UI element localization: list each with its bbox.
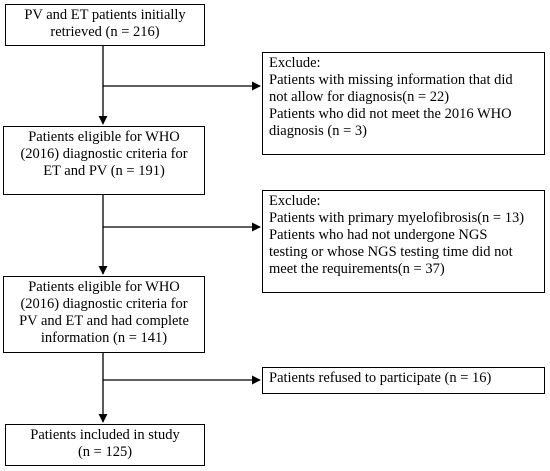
box-exclude-2-line: testing or whose NGS testing time did no…	[269, 244, 513, 260]
box-eligible-complete-line: PV and ET and had complete	[19, 313, 189, 329]
box-exclude-2-line: meet the requirements(n = 37)	[269, 261, 445, 277]
box-exclude-1-line: Patients with missing information that d…	[269, 72, 513, 88]
box-initial: PV and ET patients initially retrieved (…	[5, 4, 205, 46]
box-initial-line: retrieved (n = 216)	[50, 24, 160, 40]
box-exclude-1-line: Exclude:	[269, 55, 321, 71]
box-exclude-1-line: diagnosis (n = 3)	[269, 123, 367, 139]
box-exclude-2-line: Patients with primary myelofibrosis(n = …	[269, 210, 525, 226]
box-included-line: (n = 125)	[77, 444, 133, 460]
box-eligible-complete-line: Patients eligible for WHO	[28, 279, 180, 295]
box-eligible-complete-line: (2016) diagnostic criteria for	[20, 296, 188, 312]
box-exclude-1: Exclude: Patients with missing informati…	[262, 52, 545, 155]
box-initial-line: PV and ET patients initially	[24, 7, 186, 23]
box-eligible-who-line: (2016) diagnostic criteria for	[20, 146, 188, 162]
box-eligible-who-line: Patients eligible for WHO	[28, 129, 180, 145]
box-eligible-complete-line: information (n = 141)	[40, 330, 168, 346]
box-included: Patients included in study (n = 125)	[5, 424, 205, 466]
box-exclude-2-line: Patients who had not undergone NGS	[269, 227, 488, 243]
box-included-line: Patients included in study	[30, 427, 180, 443]
box-eligible-complete: Patients eligible for WHO (2016) diagnos…	[3, 276, 205, 353]
box-exclude-1-line: not allow for diagnosis(n = 22)	[269, 89, 450, 105]
box-eligible-who-line: ET and PV (n = 191)	[43, 163, 165, 179]
box-exclude-2-line: Exclude:	[269, 193, 321, 209]
box-refused-line: Patients refused to participate (n = 16)	[269, 370, 492, 386]
box-refused: Patients refused to participate (n = 16)	[262, 367, 545, 394]
box-eligible-who: Patients eligible for WHO (2016) diagnos…	[3, 126, 205, 195]
box-exclude-2: Exclude: Patients with primary myelofibr…	[262, 190, 545, 293]
box-exclude-1-line: Patients who did not meet the 2016 WHO	[269, 106, 512, 122]
